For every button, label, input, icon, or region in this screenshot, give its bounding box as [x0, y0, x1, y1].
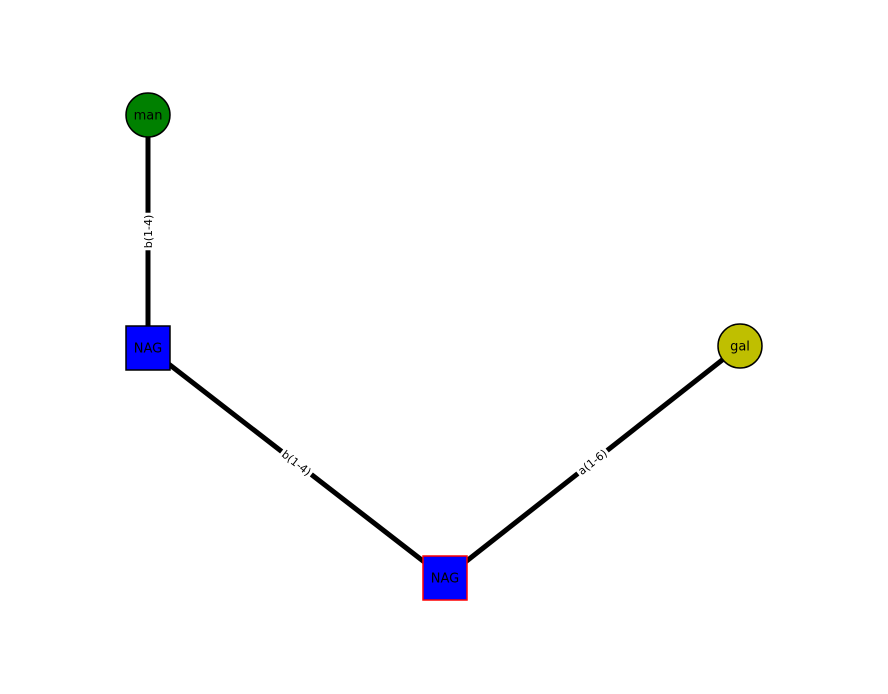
edge-label-bg-nag1-nag2	[276, 445, 317, 482]
node-nag1[interactable]: NAG	[125, 325, 171, 371]
node-circle-man[interactable]	[125, 92, 171, 138]
node-gal[interactable]: gal	[717, 323, 763, 369]
node-circle-gal[interactable]	[717, 323, 763, 369]
edge-layer	[145, 115, 742, 580]
node-nag2[interactable]: NAG	[422, 555, 468, 601]
node-label-man: man	[134, 109, 163, 124]
node-man[interactable]: man	[125, 92, 171, 138]
node-square-nag2[interactable]	[422, 555, 468, 601]
node-square-nag1[interactable]	[125, 325, 171, 371]
edge-label-layer: b(1-4)b(1-4)a(1-6)	[139, 212, 613, 482]
edge-label-bg-nag2-gal	[572, 444, 613, 481]
node-label-nag2: NAG	[431, 572, 459, 587]
edge-label-bg-man-nag1	[139, 212, 157, 251]
node-label-gal: gal	[730, 340, 750, 355]
edge-label-man-nag1: b(1-4)	[142, 215, 155, 249]
edge-label-group-man-nag1: b(1-4)	[139, 212, 157, 251]
node-label-nag1: NAG	[134, 342, 162, 357]
